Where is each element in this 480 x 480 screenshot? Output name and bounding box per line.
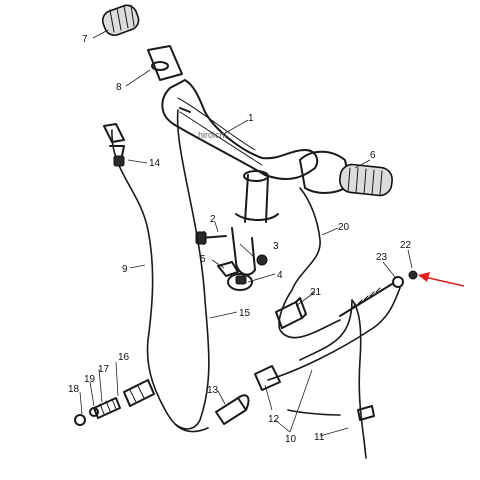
cable-part-12[interactable]	[254, 287, 401, 391]
callout-13: 13	[207, 385, 219, 396]
throttle-tube-part-8[interactable]	[147, 45, 183, 81]
callout-14: 14	[149, 158, 161, 169]
leader-lines	[79, 29, 413, 437]
lever-bracket-part-4[interactable]	[227, 227, 256, 291]
cable-part-11[interactable]	[299, 299, 367, 459]
callout-7: 7	[82, 34, 88, 45]
callout-17: 17	[98, 364, 110, 375]
callout-6: 6	[370, 150, 376, 161]
callout-2: 2	[210, 214, 216, 225]
bolt-part-3[interactable]	[256, 254, 268, 266]
pointer-arrow-icon	[418, 272, 465, 287]
nut-part-5[interactable]	[217, 261, 239, 277]
grip-part-7[interactable]	[100, 3, 141, 38]
nut-part-18[interactable]	[74, 414, 86, 426]
boot-part-13[interactable]	[215, 394, 250, 425]
cable-adjuster[interactable]	[339, 270, 418, 317]
callout-4: 4	[277, 270, 283, 281]
handlebar-part-1[interactable]	[161, 79, 319, 223]
switch-part-21[interactable]	[275, 297, 307, 329]
callout-8: 8	[116, 82, 122, 93]
callout-19: 19	[84, 374, 96, 385]
callout-1: 1	[248, 113, 254, 124]
callout-23: 23	[376, 252, 388, 263]
callout-22: 22	[400, 240, 412, 251]
grip-part-6[interactable]	[299, 150, 393, 197]
cable-end-part-10[interactable]	[287, 405, 375, 421]
callout-labels: 1 2 3 4 5 6 7 8 9 10 11 12 13 14 15 16 1…	[68, 34, 412, 445]
callout-18: 18	[68, 384, 80, 395]
clamp-part-2[interactable]	[195, 231, 227, 245]
callout-3: 3	[273, 241, 279, 252]
washer-part-19[interactable]	[89, 407, 99, 417]
callout-5: 5	[200, 254, 206, 265]
callout-11: 11	[314, 432, 325, 443]
callout-21: 21	[310, 287, 322, 298]
callout-10: 10	[285, 434, 297, 445]
callout-16: 16	[118, 352, 130, 363]
cable-part-20[interactable]	[278, 187, 341, 339]
callout-20: 20	[338, 222, 350, 233]
callout-15: 15	[239, 308, 251, 319]
cable-part-9[interactable]	[103, 123, 209, 433]
adjuster-part-16[interactable]	[123, 379, 155, 407]
watermark-text: hiroichi	[198, 130, 227, 140]
bolt-part-14[interactable]	[109, 145, 125, 167]
cable-part-15[interactable]	[174, 107, 210, 430]
callout-9: 9	[122, 264, 128, 275]
callout-12: 12	[268, 414, 280, 425]
